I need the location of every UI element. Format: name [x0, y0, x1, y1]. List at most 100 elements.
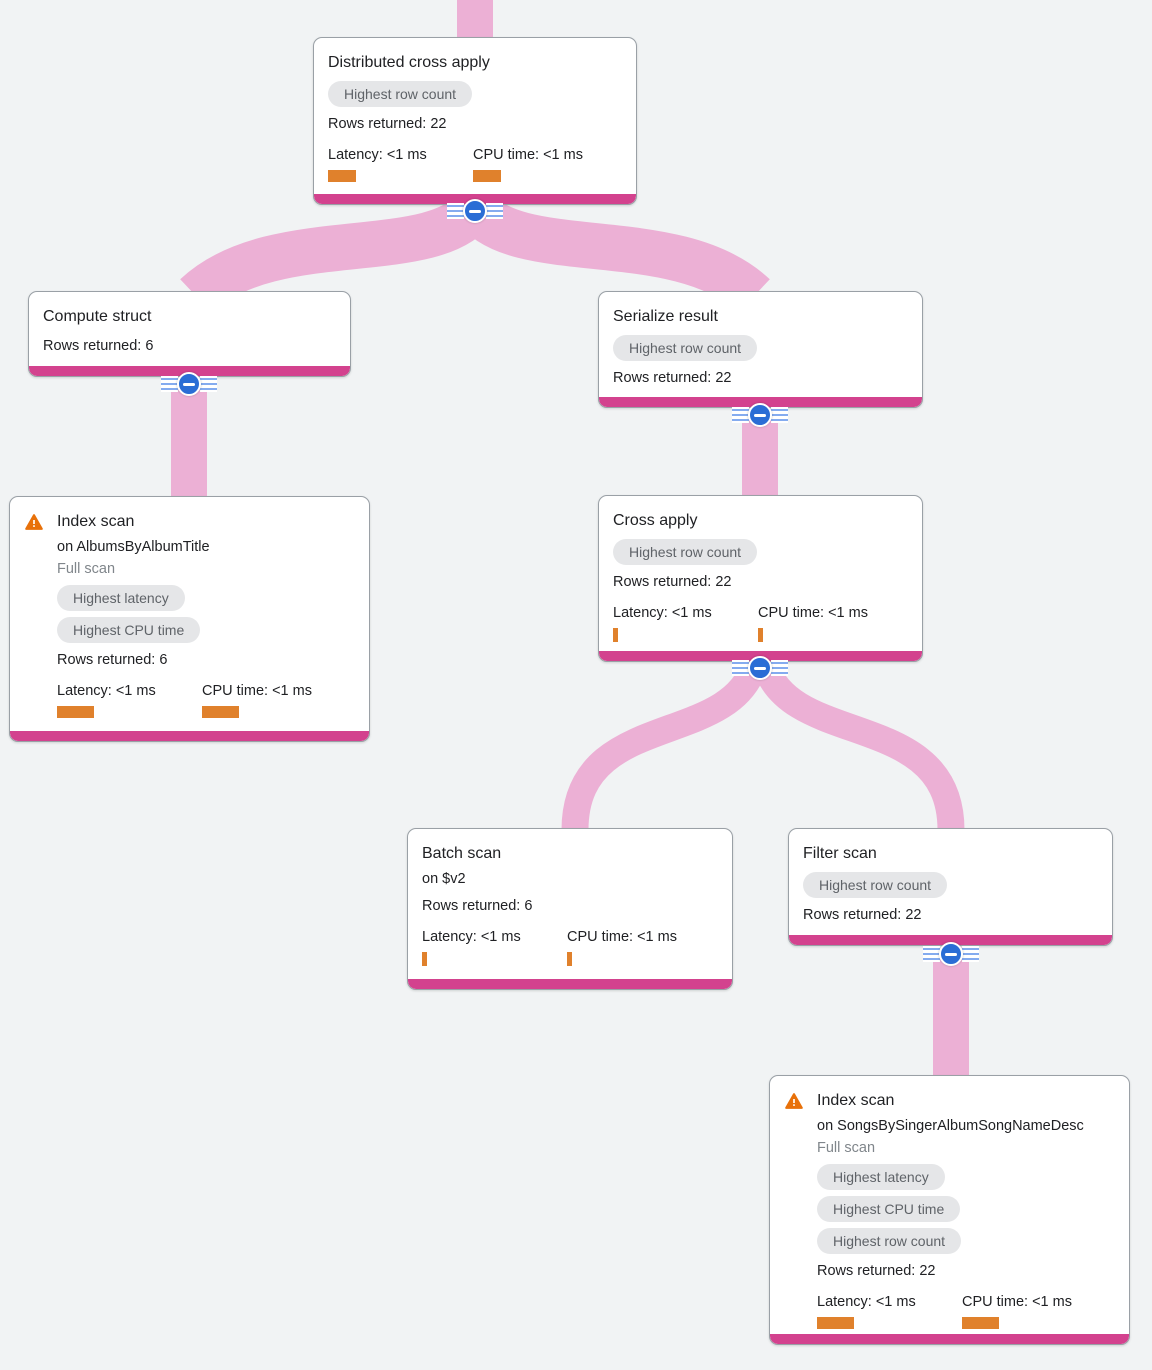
badge-row: Highest row count	[328, 81, 622, 107]
node-title: Index scan	[57, 513, 135, 530]
node-title-row: Compute struct	[43, 305, 336, 329]
warning-icon	[784, 1091, 804, 1111]
cpu-time-metric: CPU time: <1 ms	[202, 681, 347, 718]
status-badge: Highest row count	[803, 872, 948, 898]
status-badge: Highest latency	[57, 585, 185, 611]
collapse-node-button[interactable]	[447, 199, 503, 223]
collapse-node-button[interactable]	[161, 372, 217, 396]
collapse-stripes-left	[447, 203, 464, 219]
collapse-stripes-right	[962, 946, 979, 962]
latency-metric: Latency: <1 ms	[613, 603, 758, 642]
node-title-row: Batch scan	[422, 842, 718, 866]
collapse-node-button[interactable]	[732, 403, 788, 427]
latency-metric: Latency: <1 ms	[422, 927, 567, 966]
rows-returned-text: Rows returned: 22	[803, 907, 922, 923]
status-badge: Highest row count	[328, 81, 473, 107]
cpu-time-metric: CPU time: <1 ms	[567, 927, 712, 966]
rows-returned-text: Rows returned: 22	[613, 574, 732, 590]
collapse-minus-icon	[748, 403, 772, 427]
flow-edge	[171, 382, 207, 497]
cpu-time-bar	[758, 628, 763, 642]
rows-returned-text: Rows returned: 6	[43, 338, 154, 354]
node-title: Index scan	[817, 1092, 895, 1109]
cpu-time-bar	[473, 170, 501, 182]
node-highlight-bar	[29, 366, 350, 376]
node-title: Distributed cross apply	[328, 54, 490, 71]
status-badge: Highest row count	[613, 539, 758, 565]
metrics-row: Latency: <1 ms CPU time: <1 ms	[422, 927, 718, 966]
collapse-stripes-right	[771, 407, 788, 423]
flow-edge	[561, 660, 767, 831]
status-badge: Highest latency	[817, 1164, 945, 1190]
cpu-time-label: CPU time: <1 ms	[962, 1294, 1072, 1310]
rows-returned-text: Rows returned: 22	[613, 370, 732, 386]
cpu-time-metric: CPU time: <1 ms	[473, 145, 618, 182]
scan-target-text: on $v2	[422, 871, 466, 887]
latency-bar	[328, 170, 356, 182]
collapse-node-button[interactable]	[923, 942, 979, 966]
badge-row: Highest latency	[57, 585, 355, 611]
collapse-minus-icon	[939, 942, 963, 966]
rows-returned-text: Rows returned: 6	[422, 898, 533, 914]
metrics-row: Latency: <1 ms CPU time: <1 ms	[613, 603, 908, 642]
cpu-time-metric: CPU time: <1 ms	[758, 603, 903, 642]
status-badge: Highest row count	[613, 335, 758, 361]
cpu-time-bar	[962, 1317, 999, 1329]
full-scan-label: Full scan	[817, 1140, 876, 1156]
node-title: Cross apply	[613, 512, 698, 529]
badge-row: Highest row count	[613, 539, 908, 565]
badge-row: Highest CPU time	[57, 617, 355, 643]
node-highlight-bar	[408, 979, 732, 989]
cpu-time-metric: CPU time: <1 ms	[962, 1292, 1107, 1329]
node-title: Compute struct	[43, 308, 152, 325]
badge-row: Highest row count	[613, 335, 908, 361]
collapse-minus-icon	[177, 372, 201, 396]
collapse-node-button[interactable]	[732, 656, 788, 680]
cpu-time-label: CPU time: <1 ms	[567, 929, 677, 945]
latency-label: Latency: <1 ms	[613, 605, 712, 621]
warning-icon	[24, 512, 44, 532]
latency-label: Latency: <1 ms	[328, 147, 427, 163]
full-scan-label: Full scan	[57, 561, 116, 577]
collapse-stripes-left	[732, 660, 749, 676]
node-title: Filter scan	[803, 845, 877, 862]
latency-bar	[817, 1317, 854, 1329]
collapse-stripes-left	[161, 376, 178, 392]
cpu-time-bar	[567, 952, 572, 966]
status-badge: Highest CPU time	[817, 1196, 961, 1222]
node-highlight-bar	[10, 731, 369, 741]
cpu-time-label: CPU time: <1 ms	[473, 147, 583, 163]
rows-returned-text: Rows returned: 22	[817, 1263, 936, 1279]
flow-edge	[180, 192, 494, 314]
flow-edge	[456, 192, 770, 314]
metrics-row: Latency: <1 ms CPU time: <1 ms	[817, 1292, 1115, 1329]
latency-label: Latency: <1 ms	[817, 1294, 916, 1310]
status-badge: Highest CPU time	[57, 617, 201, 643]
latency-label: Latency: <1 ms	[422, 929, 521, 945]
collapse-stripes-left	[923, 946, 940, 962]
node-highlight-bar	[789, 935, 1112, 945]
badge-row: Highest row count	[803, 872, 1098, 898]
status-badge: Highest row count	[817, 1228, 962, 1254]
collapse-stripes-right	[200, 376, 217, 392]
